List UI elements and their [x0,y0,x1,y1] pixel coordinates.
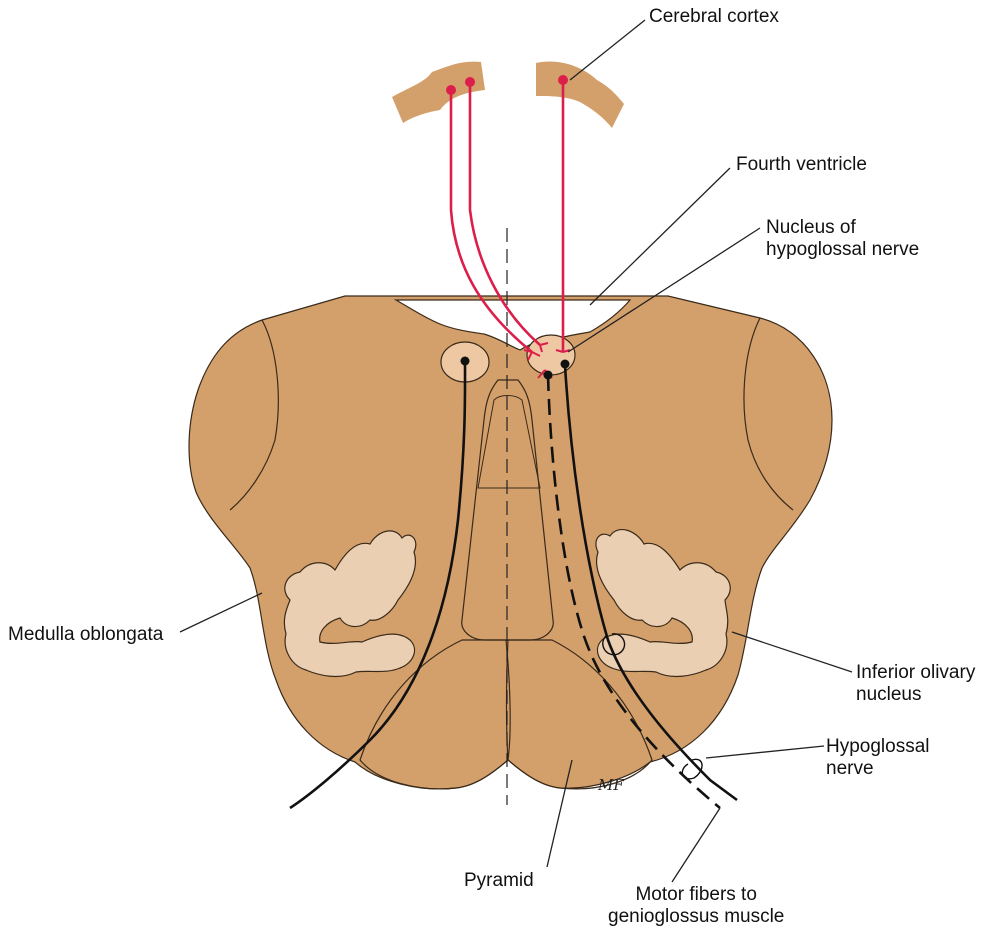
label-motor-fibers-line1: Motor fibers to [635,884,757,905]
midline-inner-triangle [477,395,541,489]
hypoglossal-nerve-fibers [289,361,738,810]
hypoglossal-nerve-loop [681,758,703,780]
label-nucleus-hypoglossal: Nucleus of hypoglossal nerve [766,217,919,261]
cortical-neuron-3 [558,75,568,85]
lateral-tract-boundary-left [229,319,279,511]
label-cerebral-cortex: Cerebral cortex [649,6,779,27]
hypoglossal-nerve-right-main [563,364,738,802]
leader-cerebral-cortex [569,19,646,81]
label-hypoglossal-nerve: Hypoglossal nerve [826,736,930,780]
label-inferior-olivary-line1: Inferior olivary [856,662,976,683]
artist-signature: MF [598,776,624,794]
inferior-olivary-nucleus-right [595,528,731,678]
label-nucleus-hypoglossal-line2: hypoglossal nerve [766,239,920,260]
fourth-ventricle [393,299,632,351]
motor-fibers-genioglossus [546,374,721,810]
cerebral-cortex-left-fragment [392,61,485,123]
label-nucleus-hypoglossal-line1: Nucleus of [766,217,856,238]
leader-motor-fibers [671,807,721,883]
label-motor-fibers-line2: genioglossus muscle [608,906,785,927]
cortical-neuron-1 [446,85,456,95]
lateral-tract-boundary-right [743,317,794,511]
cortical-neuron-2 [465,77,475,87]
corticobulbar-fiber-2 [468,82,541,346]
leader-nucleus-hypoglossal [567,227,761,353]
lower-motor-neuron-left [460,356,470,366]
olive-fiber-loop [602,633,626,656]
leader-fourth-ventricle [589,167,731,306]
leader-pyramid [546,759,573,868]
hypoglossal-nerve-left [289,361,467,810]
label-inferior-olivary-line2: nucleus [856,684,922,705]
corticobulbar-fibers [449,80,565,354]
inferior-olivary-nucleus-left [283,530,417,678]
cerebral-cortex-right-fragment [536,61,624,128]
label-pyramid: Pyramid [464,870,534,891]
leader-medulla-oblongata [179,592,263,633]
label-leader-lines [179,19,853,883]
label-medulla-oblongata: Medulla oblongata [8,624,164,645]
corticobulbar-fiber-1 [449,90,533,354]
leader-inferior-olivary [731,631,853,673]
lower-motor-neuron-right-2 [560,359,570,369]
label-inferior-olivary: Inferior olivary nucleus [856,662,975,706]
pyramid-left [359,639,511,790]
label-motor-fibers: Motor fibers to genioglossus muscle [608,884,784,928]
lower-motor-neuron-right-1 [543,370,553,380]
label-hypoglossal-nerve-line1: Hypoglossal [826,736,930,757]
label-hypoglossal-nerve-line2: nerve [826,758,874,779]
label-fourth-ventricle: Fourth ventricle [736,154,867,175]
leader-hypoglossal-nerve [705,745,825,759]
